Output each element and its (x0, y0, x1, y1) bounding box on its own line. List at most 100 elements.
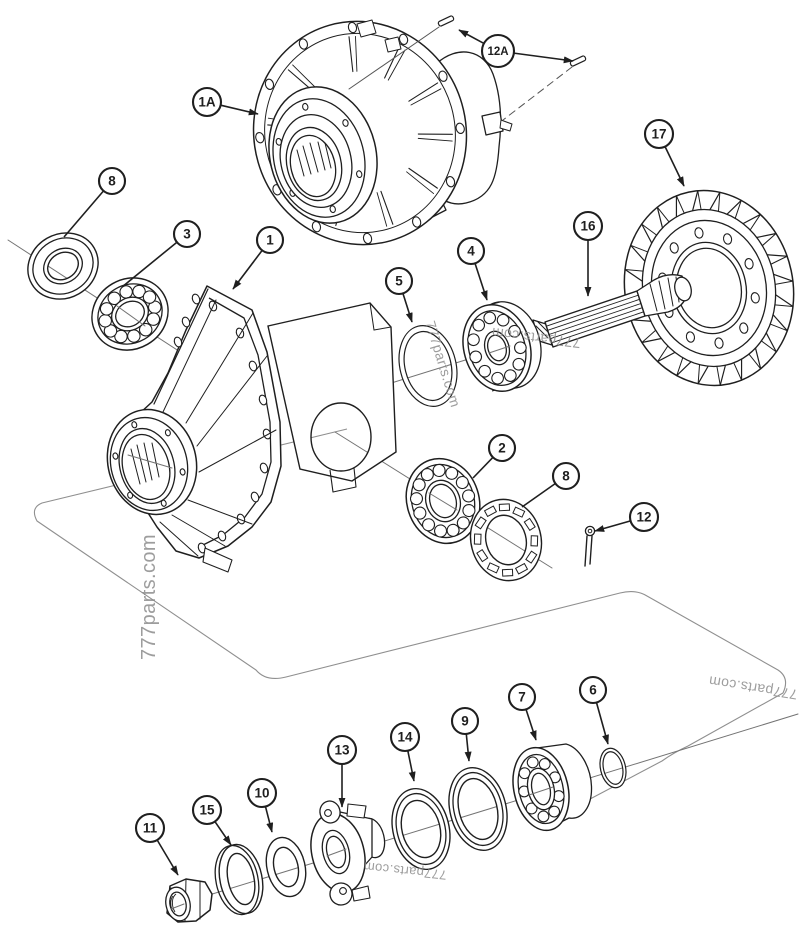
seal-8 (27, 232, 99, 300)
slotted-washer-8 (469, 498, 543, 582)
watermark-text: 777parts.com (422, 319, 464, 409)
callout-leader-line (220, 104, 259, 116)
callout-circle (628, 501, 660, 533)
yoke-13 (310, 800, 386, 906)
callout-balloon-8: 8 (63, 166, 127, 238)
callout-number: 10 (254, 786, 269, 801)
pinion-shaft (532, 274, 692, 348)
cotter-pin-12 (584, 525, 596, 567)
callout-number: 13 (334, 743, 350, 758)
callout-leader-line (513, 52, 574, 64)
snap-ring-5 (398, 325, 458, 407)
callout-number: 1 (266, 233, 274, 248)
washer-15 (214, 843, 264, 916)
callout-balloon-17: 17 (643, 118, 685, 187)
seal-9 (448, 767, 508, 851)
ring-gear (623, 189, 795, 387)
callout-number: 15 (199, 803, 215, 818)
callout-number: 2 (498, 441, 506, 456)
callout-circle (551, 461, 581, 491)
ghost-outline (33, 428, 787, 818)
callout-leader-line (594, 520, 631, 532)
callout-circle (456, 236, 486, 266)
mounting-bracket (267, 302, 397, 493)
callout-number: 4 (467, 244, 475, 259)
callout-leader-line (407, 750, 416, 782)
callout-circle (384, 266, 414, 296)
watermark-text: 777parts.com (138, 534, 160, 660)
callout-leader-line (521, 482, 556, 508)
callout-circle (191, 86, 223, 118)
roll-pins-12a (348, 15, 587, 121)
callout-balloon-5: 5 (384, 266, 414, 323)
callout-leader-line (472, 456, 494, 479)
callout-balloon-11: 11 (134, 812, 179, 876)
callout-circle (643, 118, 675, 150)
washer-10 (265, 836, 307, 898)
callout-circle (191, 794, 223, 826)
callout-leader-line (474, 263, 488, 301)
bearing-7 (512, 743, 593, 832)
callout-number: 14 (397, 730, 413, 745)
callout-leader-line (464, 733, 472, 762)
callout-circle (507, 682, 537, 712)
callout-number: 3 (183, 227, 191, 242)
callout-balloon-16: 16 (572, 210, 604, 297)
callout-balloon-3: 3 (121, 219, 202, 288)
callout-leader-line (664, 146, 685, 187)
callout-circle (246, 777, 278, 809)
callout-number: 11 (143, 821, 158, 836)
callout-circle (450, 706, 480, 736)
callout-circle (572, 210, 604, 242)
callout-number: 5 (395, 274, 403, 289)
callout-balloon-1: 1 (232, 225, 285, 290)
callout-leader-line (595, 702, 609, 745)
callout-circle (389, 721, 421, 753)
callout-leader-line (264, 806, 274, 833)
callout-balloon-8-2: 8 (521, 461, 581, 508)
seal-14 (391, 787, 451, 871)
callout-number: 8 (108, 174, 116, 189)
callout-balloon-12A: 12A (458, 29, 574, 69)
callout-leader-line (525, 709, 537, 741)
nut-11 (165, 878, 213, 923)
callout-number: 17 (651, 127, 666, 142)
callout-circle (480, 33, 516, 69)
callout-leader-line (458, 29, 485, 45)
callout-leader-line (121, 241, 178, 288)
snap-ring-6 (599, 747, 627, 789)
bearing-3 (91, 277, 169, 351)
callout-number: 12A (487, 46, 508, 58)
callout-circle (255, 225, 285, 255)
carrier-housing (106, 285, 282, 573)
callout-leader-line (214, 821, 232, 846)
callout-circle (134, 812, 166, 844)
callout-leader-line (402, 293, 413, 323)
callout-balloon-6: 6 (578, 675, 609, 745)
callout-circle (172, 219, 202, 249)
differential-case-assembly (252, 19, 513, 246)
callout-balloon-13: 13 (326, 734, 358, 808)
callout-balloon-1A: 1A (191, 86, 259, 118)
callout-balloon-10: 10 (246, 777, 278, 833)
callout-balloon-2: 2 (472, 433, 517, 479)
callout-balloon-12: 12 (594, 501, 660, 533)
bearing-2 (405, 457, 481, 545)
callout-number: 7 (518, 690, 526, 705)
callout-balloon-7: 7 (507, 682, 537, 741)
callout-leader-line (63, 190, 105, 238)
callout-circle (487, 433, 517, 463)
callout-number: 16 (580, 219, 596, 234)
callout-number: 6 (589, 683, 597, 698)
callout-number: 8 (562, 469, 570, 484)
callout-number: 1A (198, 95, 216, 110)
callout-leader-line (156, 839, 179, 876)
callout-number: 9 (461, 714, 469, 729)
bearing-4 (462, 301, 542, 393)
callout-balloon-15: 15 (191, 794, 232, 846)
callout-balloon-4: 4 (456, 236, 488, 301)
callout-leader-line (232, 249, 263, 290)
callout-balloon-14: 14 (389, 721, 421, 782)
